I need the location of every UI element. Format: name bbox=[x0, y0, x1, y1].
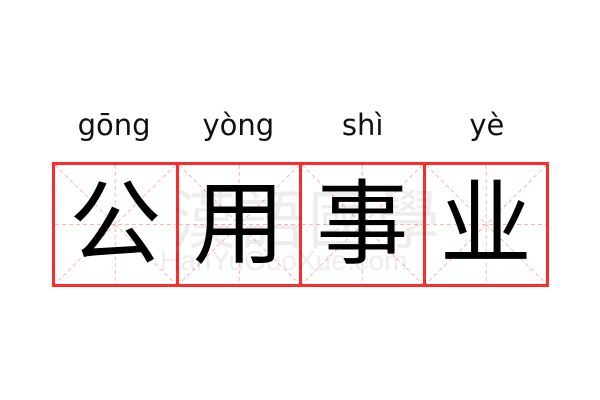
character-cell: 事 bbox=[302, 165, 426, 284]
hanzi-4: 业 bbox=[439, 170, 532, 278]
pinyin-2: yòng bbox=[202, 108, 275, 142]
character-cell: 用 bbox=[179, 165, 302, 284]
pinyin-1: gōng bbox=[77, 108, 151, 142]
pinyin-3: shì bbox=[341, 108, 384, 142]
hanzi-2: 用 bbox=[192, 170, 285, 278]
hanzi-3: 事 bbox=[316, 170, 409, 278]
pinyin-row: gōng yòng shì yè bbox=[52, 108, 549, 148]
pinyin-4: yè bbox=[469, 108, 505, 142]
hanzi-1: 公 bbox=[69, 170, 162, 278]
character-cell: 业 bbox=[426, 165, 547, 284]
guide-lines bbox=[302, 165, 423, 284]
character-grid: 公 用 事 业 bbox=[52, 162, 549, 287]
guide-lines bbox=[426, 165, 547, 284]
guide-lines bbox=[179, 165, 300, 284]
guide-lines bbox=[55, 165, 176, 284]
character-cell: 公 bbox=[55, 165, 179, 284]
